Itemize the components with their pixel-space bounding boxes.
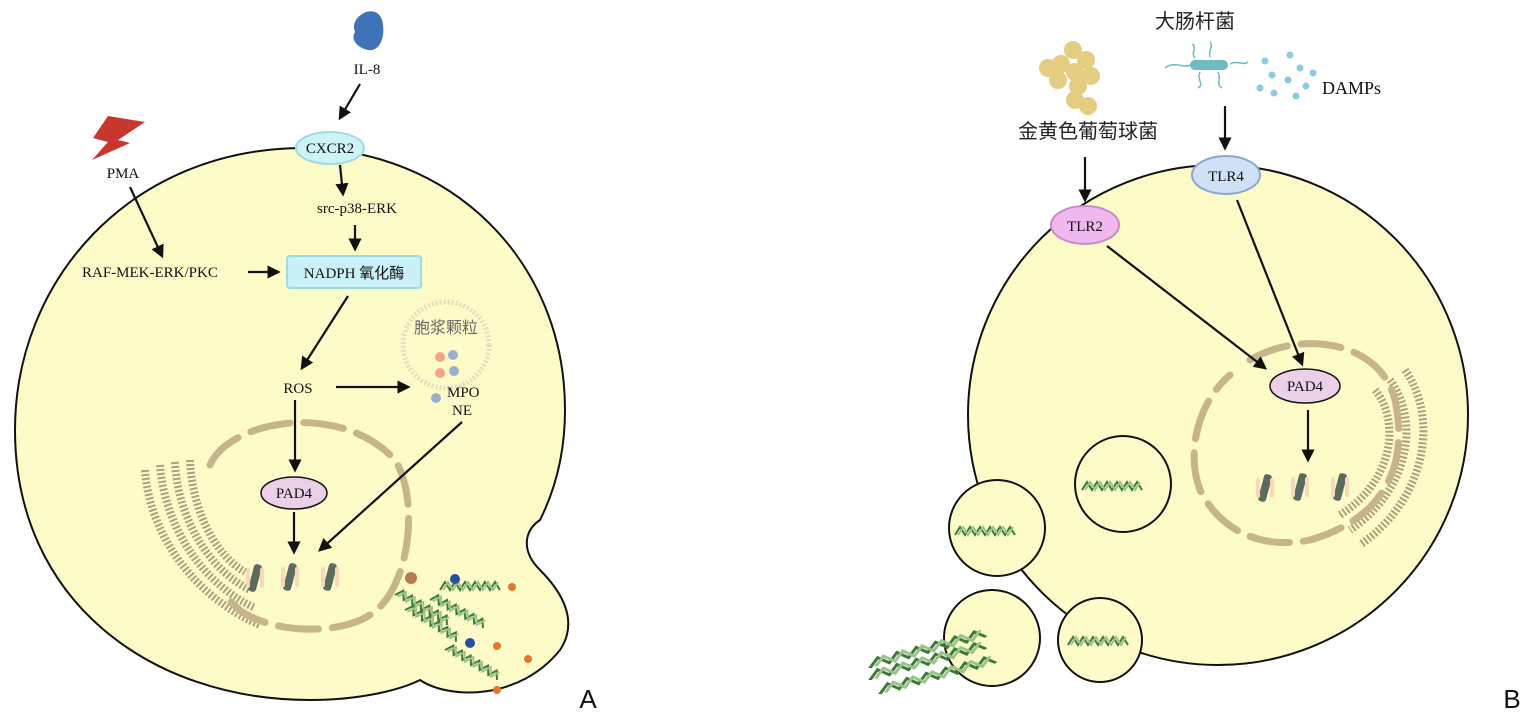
panel-a-label: A (579, 684, 597, 714)
tlr4-label: TLR4 (1208, 169, 1244, 185)
s-aureus-icon (1039, 41, 1100, 115)
panel-b-label: B (1503, 684, 1520, 714)
damps-label: DAMPs (1322, 78, 1381, 98)
pma-label: PMA (107, 166, 140, 182)
src-p38-erk-label: src-p38-ERK (317, 201, 397, 217)
panel-a: IL-8 CXCR2 src-p38-ERK NADPH 氧化酶 PMA RAF… (13, 11, 597, 714)
cxcr2-receptor (295, 131, 365, 165)
endoplasmic-reticulum-b (1337, 367, 1428, 549)
nuclear-envelope-a (206, 419, 413, 633)
tlr2-receptor (1050, 205, 1120, 245)
il8-icon (353, 11, 384, 51)
il8-label: IL-8 (354, 62, 381, 78)
extracellular-dna-a (394, 572, 532, 694)
pad4-b (1269, 368, 1341, 404)
nuclear-envelope-b (1190, 340, 1403, 547)
tlr4-receptor (1191, 155, 1261, 195)
pad4-a-label: PAD4 (276, 486, 313, 502)
pma-lightning-icon (92, 116, 145, 160)
nadph-label: NADPH 氧化酶 (304, 265, 404, 282)
s-aureus-label: 金黄色葡萄球菌 (1018, 119, 1158, 143)
pad4-b-label: PAD4 (1287, 379, 1324, 395)
ros-label: ROS (283, 381, 312, 397)
endoplasmic-reticulum-a (141, 459, 262, 629)
mpo-label: MPO (447, 385, 480, 401)
panel-b: 大肠杆菌 DAMPs 金黄色葡萄球菌 TLR2 TLR4 PAD4 (865, 9, 1521, 714)
ecoli-icon (1164, 41, 1249, 89)
pad4-a (260, 476, 328, 510)
raf-mek-erk-pkc-label: RAF-MEK-ERK/PKC (82, 265, 218, 281)
granule-label: 胞浆颗粒 (414, 318, 478, 337)
neutrophil-cell-b (967, 164, 1469, 666)
nadph-oxidase-box (286, 255, 422, 289)
damps-icon (1256, 51, 1317, 100)
tlr2-label: TLR2 (1067, 219, 1103, 235)
ne-label: NE (452, 403, 472, 419)
cxcr2-label: CXCR2 (306, 141, 354, 157)
granule-circle (400, 299, 492, 391)
vesicles (943, 435, 1172, 687)
ecoli-label: 大肠杆菌 (1155, 9, 1235, 33)
